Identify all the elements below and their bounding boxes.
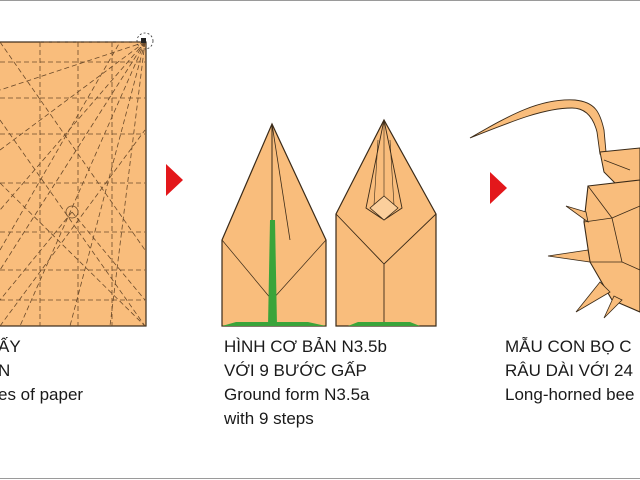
top-border-line: [0, 0, 640, 1]
caption-line: es of paper: [0, 385, 84, 404]
right-arrow: [490, 172, 507, 204]
beetle-model: [469, 99, 640, 319]
caption-finished-model: MẪU CON BỌ C RÂU DÀI VỚI 24 Long-horned …: [505, 335, 635, 407]
right-arrow: [166, 164, 183, 196]
corner-marker-circle: [136, 32, 154, 50]
caption-crease-pattern: ẤY N es of paper: [0, 335, 83, 407]
beetle-leg: [565, 205, 589, 223]
caption-line: MẪU CON BỌ C: [505, 337, 632, 356]
caption-line: ẤY: [0, 337, 21, 356]
caption-line: Long-horned bee: [505, 385, 635, 404]
base-form-right-view: [335, 118, 437, 327]
beetle-antenna: [469, 99, 607, 155]
reference-point-circle: [65, 205, 79, 219]
beetle-leg: [575, 281, 611, 313]
green-edge: [268, 220, 277, 326]
beetle-leg: [603, 295, 623, 319]
caption-line: VỚI 9 BƯỚC GẤP: [224, 361, 367, 380]
crease-pattern-sheet: [0, 32, 154, 327]
caption-line: N: [0, 361, 11, 380]
beetle-leg: [547, 249, 591, 263]
caption-line: with 9 steps: [224, 409, 314, 428]
caption-line: HÌNH CƠ BẢN N3.5b: [224, 337, 387, 356]
paper-sheet: [0, 41, 147, 327]
corner-dot: [141, 38, 146, 43]
bottom-border-line: [0, 478, 640, 479]
caption-line: Ground form N3.5a: [224, 385, 370, 404]
caption-line: RÂU DÀI VỚI 24: [505, 361, 633, 380]
crease-lines: [0, 41, 146, 327]
base-form-left-view: [221, 122, 327, 327]
caption-base-form: HÌNH CƠ BẢN N3.5b VỚI 9 BƯỚC GẤP Ground …: [224, 335, 387, 431]
